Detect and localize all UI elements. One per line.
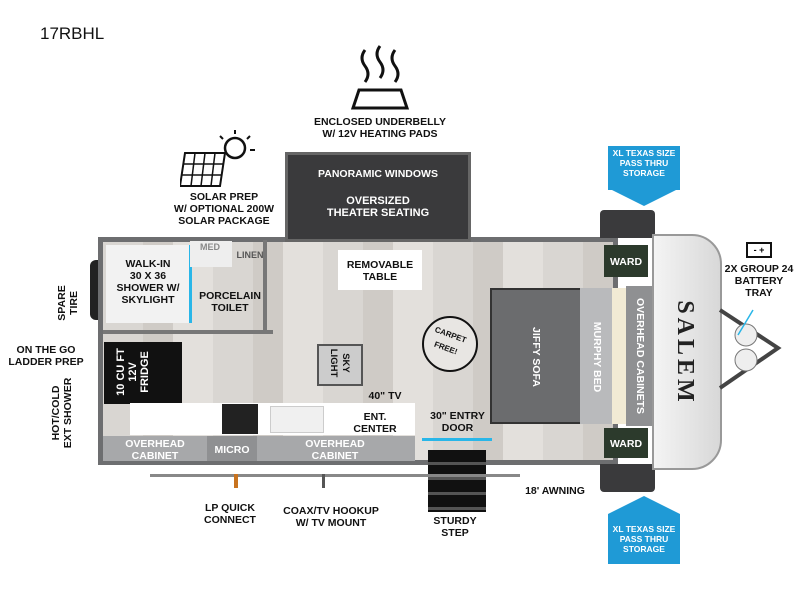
ward-bottom-label: WARD	[609, 438, 643, 450]
arrow-down-icon	[608, 188, 680, 206]
kitchen-sink	[270, 406, 324, 433]
overhead-cabinets-front	[626, 286, 652, 426]
awning	[150, 474, 520, 477]
arrow-up-icon	[608, 496, 680, 514]
overhead-cabinet-right-label: OVERHEAD CABINET	[305, 438, 365, 462]
coax-label: COAX/TV HOOKUP W/ TV MOUNT	[283, 505, 379, 529]
entry-door-label: 30" ENTRY DOOR	[430, 410, 485, 434]
ward-top-label: WARD	[609, 256, 643, 268]
cooktop	[222, 404, 258, 434]
bath-wall	[103, 330, 273, 334]
wardrobe-top	[604, 245, 648, 277]
overhead-cabinets-kitchen	[103, 436, 415, 461]
step-label: STURDY STEP	[433, 515, 477, 539]
model-title: 17RBHL	[40, 24, 105, 43]
storage-top	[600, 210, 655, 238]
overhead-cabinets-label: OVERHEAD CABINETS	[634, 297, 646, 415]
skylight-label: SKY LIGHT	[328, 348, 351, 378]
mattress	[612, 288, 626, 424]
ladder-label: ON THE GO LADDER PREP	[8, 344, 84, 368]
coax-hookup	[322, 474, 325, 488]
battery-label: 2X GROUP 24 BATTERY TRAY	[724, 263, 794, 299]
carpet-free-badge	[422, 316, 478, 372]
shower-label: WALK-IN 30 X 36 SHOWER W/ SKYLIGHT	[116, 258, 180, 306]
spare-tire-label: SPARE TIRE	[56, 285, 80, 321]
entry-steps	[428, 450, 486, 512]
solar-panel-icon	[180, 130, 255, 187]
microwave	[207, 436, 257, 461]
salem-logo: SALEM	[672, 300, 698, 406]
wardrobe-bottom	[604, 428, 648, 458]
entry-door[interactable]	[422, 438, 492, 441]
micro-label: MICRO	[214, 444, 250, 456]
jiffy-sofa-label: JIFFY SOFA	[530, 327, 542, 387]
underbelly-label: ENCLOSED UNDERBELLY W/ 12V HEATING PADS	[313, 116, 447, 140]
fridge	[104, 342, 182, 404]
spare-tire	[90, 260, 98, 320]
storage-bottom-callout: XL TEXAS SIZE PASS THRU STORAGE	[608, 514, 680, 564]
ent-center-label: ENT. CENTER	[353, 411, 397, 435]
bath-wall-side	[263, 240, 267, 330]
skylight	[317, 344, 363, 386]
awning-label: 18' AWNING	[525, 485, 585, 497]
toilet-label: PORCELAIN TOILET	[199, 290, 261, 314]
battery-icon: - +	[746, 242, 772, 258]
fridge-label: 10 CU FT 12V FRIDGE	[115, 348, 151, 396]
murphy-bed	[580, 288, 612, 424]
table-label: REMOVABLE TABLE	[346, 259, 414, 283]
solar-label: SOLAR PREP W/ OPTIONAL 200W SOLAR PACKAG…	[173, 191, 275, 227]
table	[338, 250, 422, 290]
linen-label: LINEN	[236, 250, 264, 260]
shower	[106, 245, 192, 323]
theater-seating-slide	[285, 152, 471, 242]
heating-icon	[350, 45, 410, 110]
murphy-bed-label: MURPHY BED	[591, 321, 603, 393]
lp-connect	[234, 474, 238, 488]
storage-top-callout: XL TEXAS SIZE PASS THRU STORAGE	[608, 146, 680, 190]
panoramic-windows-label: PANORAMIC WINDOWS	[318, 168, 438, 180]
front-cap	[652, 234, 722, 470]
theater-seating-label: OVERSIZED THEATER SEATING	[326, 195, 430, 219]
med-label: MED	[200, 242, 220, 252]
tv-label: 40" TV	[368, 390, 402, 402]
ext-shower-label: HOT/COLD EXT SHOWER	[50, 377, 74, 449]
overhead-cabinet-left-label: OVERHEAD CABINET	[125, 438, 185, 462]
hitch-with-batteries	[718, 308, 782, 390]
storage-bottom	[600, 464, 655, 492]
sink	[190, 241, 232, 267]
lp-label: LP QUICK CONNECT	[204, 502, 256, 526]
